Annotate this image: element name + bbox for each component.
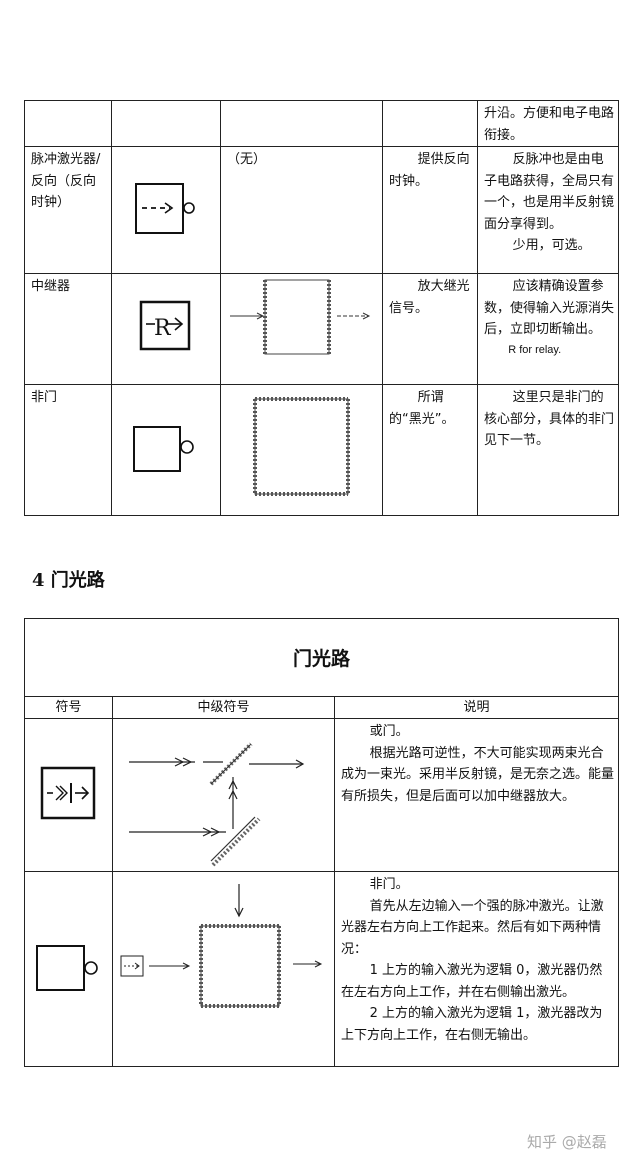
cell: 升沿。方便和电子电路衔接。 bbox=[477, 100, 619, 147]
cell-text: 1 上方的输入激光为逻辑 0，激光器仍然在左右方向上工作，并在右侧输出激光。 bbox=[341, 963, 603, 1000]
relay-icon: R bbox=[139, 300, 191, 351]
cell: 脉冲激光器/反向（反向时钟） bbox=[24, 146, 112, 274]
header-mid-symbol: 中级符号 bbox=[112, 696, 335, 719]
relay-mid-symbol-icon bbox=[230, 279, 371, 355]
header-description: 说明 bbox=[334, 696, 619, 719]
cell: 非门。 首先从左边输入一个强的脉冲激光。让激光器左右方向上工作起来。然后有如下两… bbox=[334, 871, 619, 1067]
or-gate-icon bbox=[40, 766, 96, 820]
cell: 提供反向时钟。 bbox=[382, 146, 478, 274]
not-gate-optical-path-icon bbox=[120, 884, 323, 1008]
cell bbox=[24, 100, 112, 147]
component-table: 升沿。方便和电子电路衔接。 脉冲激光器/反向（反向时钟） （无） 提供反向时钟。… bbox=[24, 100, 619, 516]
component-name: 脉冲激光器/反向（反向时钟） bbox=[31, 152, 101, 210]
not-gate-icon bbox=[36, 945, 98, 991]
cell: 中继器 bbox=[24, 273, 112, 385]
cell-text: 应该精确设置参数，使得输入光源消失后，立即切断输出。 bbox=[484, 279, 615, 337]
cell-text: 2 上方的输入激光为逻辑 1，激光器改为上下方向上工作，在右侧无输出。 bbox=[341, 1006, 603, 1043]
component-name: 中继器 bbox=[31, 279, 71, 294]
cell-text: 根据光路可逆性，不大可能实现两束光合成为一束光。采用半反射镜，是无奈之选。能量有… bbox=[341, 745, 615, 804]
cell-text: 升沿。方便和电子电路衔接。 bbox=[484, 106, 615, 143]
cell bbox=[111, 100, 221, 147]
cell-text: 首先从左边输入一个强的脉冲激光。让激光器左右方向上工作起来。然后有如下两种情况： bbox=[341, 898, 604, 957]
cell-text: 少用，可选。 bbox=[512, 238, 591, 253]
cell bbox=[382, 100, 478, 147]
cell: 反脉冲也是由电子电路获得，全局只有一个，也是用半反射镜面分享得到。 少用，可选。 bbox=[477, 146, 619, 274]
section-heading: 4 门光路 bbox=[32, 570, 105, 591]
table-row: 升沿。方便和电子电路衔接。 bbox=[24, 100, 619, 147]
not-gate-mid-symbol-icon bbox=[253, 397, 350, 496]
cell-text: 非门。 bbox=[369, 877, 409, 892]
not-gate-icon bbox=[133, 426, 194, 472]
cell-text: 提供反向时钟。 bbox=[389, 152, 470, 189]
cell: 这里只是非门的核心部分，具体的非门见下一节。 bbox=[477, 384, 619, 516]
table-row: 非门 所谓的“黑光”。 这里只是非门的核心部分，具体的非门见下一节。 bbox=[24, 384, 619, 516]
cell: 应该精确设置参数，使得输入光源消失后，立即切断输出。 R for relay. bbox=[477, 273, 619, 385]
table-row: 脉冲激光器/反向（反向时钟） （无） 提供反向时钟。 反脉冲也是由电子电路获得，… bbox=[24, 146, 619, 274]
cell: 所谓的“黑光”。 bbox=[382, 384, 478, 516]
pulse-laser-reverse-icon bbox=[135, 183, 195, 234]
cell bbox=[112, 718, 335, 872]
cell bbox=[111, 384, 221, 516]
table-row: 非门。 首先从左边输入一个强的脉冲激光。让激光器左右方向上工作起来。然后有如下两… bbox=[24, 871, 619, 1067]
table-row: 中继器 R 放大继光信号。 应该精确设置参数，使得输入光源消 bbox=[24, 273, 619, 385]
cell bbox=[220, 100, 383, 147]
svg-text:R: R bbox=[154, 316, 172, 341]
cell: R bbox=[111, 273, 221, 385]
cell: （无） bbox=[220, 146, 383, 274]
component-name: 非门 bbox=[31, 390, 58, 405]
header-symbol: 符号 bbox=[24, 696, 113, 719]
cell bbox=[220, 273, 383, 385]
cell-text: 所谓的“黑光”。 bbox=[389, 390, 455, 427]
cell bbox=[111, 146, 221, 274]
or-gate-mid-symbol-icon bbox=[129, 742, 305, 867]
cell-text: 放大继光信号。 bbox=[389, 279, 470, 316]
table-row: 或门。 根据光路可逆性，不大可能实现两束光合成为一束光。采用半反射镜，是无奈之选… bbox=[24, 718, 619, 872]
cell-text: 反脉冲也是由电子电路获得，全局只有一个，也是用半反射镜面分享得到。 bbox=[484, 152, 615, 232]
cell bbox=[24, 871, 113, 1067]
cell: 放大继光信号。 bbox=[382, 273, 478, 385]
table-header-row: 符号 中级符号 说明 bbox=[24, 696, 619, 719]
watermark: 知乎 @赵磊 bbox=[527, 1133, 607, 1151]
cell bbox=[220, 384, 383, 516]
table-title-row: 门光路 bbox=[24, 618, 619, 697]
cell bbox=[112, 871, 335, 1067]
cell-text: 这里只是非门的核心部分，具体的非门见下一节。 bbox=[484, 390, 615, 448]
table-title: 门光路 bbox=[24, 618, 619, 697]
cell: 或门。 根据光路可逆性，不大可能实现两束光合成为一束光。采用半反射镜，是无奈之选… bbox=[334, 718, 619, 872]
cell: 非门 bbox=[24, 384, 112, 516]
cell-text: （无） bbox=[227, 152, 267, 167]
cell-text: 或门。 bbox=[369, 724, 409, 739]
cell-text: R for relay. bbox=[508, 343, 562, 356]
cell bbox=[24, 718, 113, 872]
gate-optical-path-table: 门光路 符号 中级符号 说明 bbox=[24, 618, 619, 1067]
